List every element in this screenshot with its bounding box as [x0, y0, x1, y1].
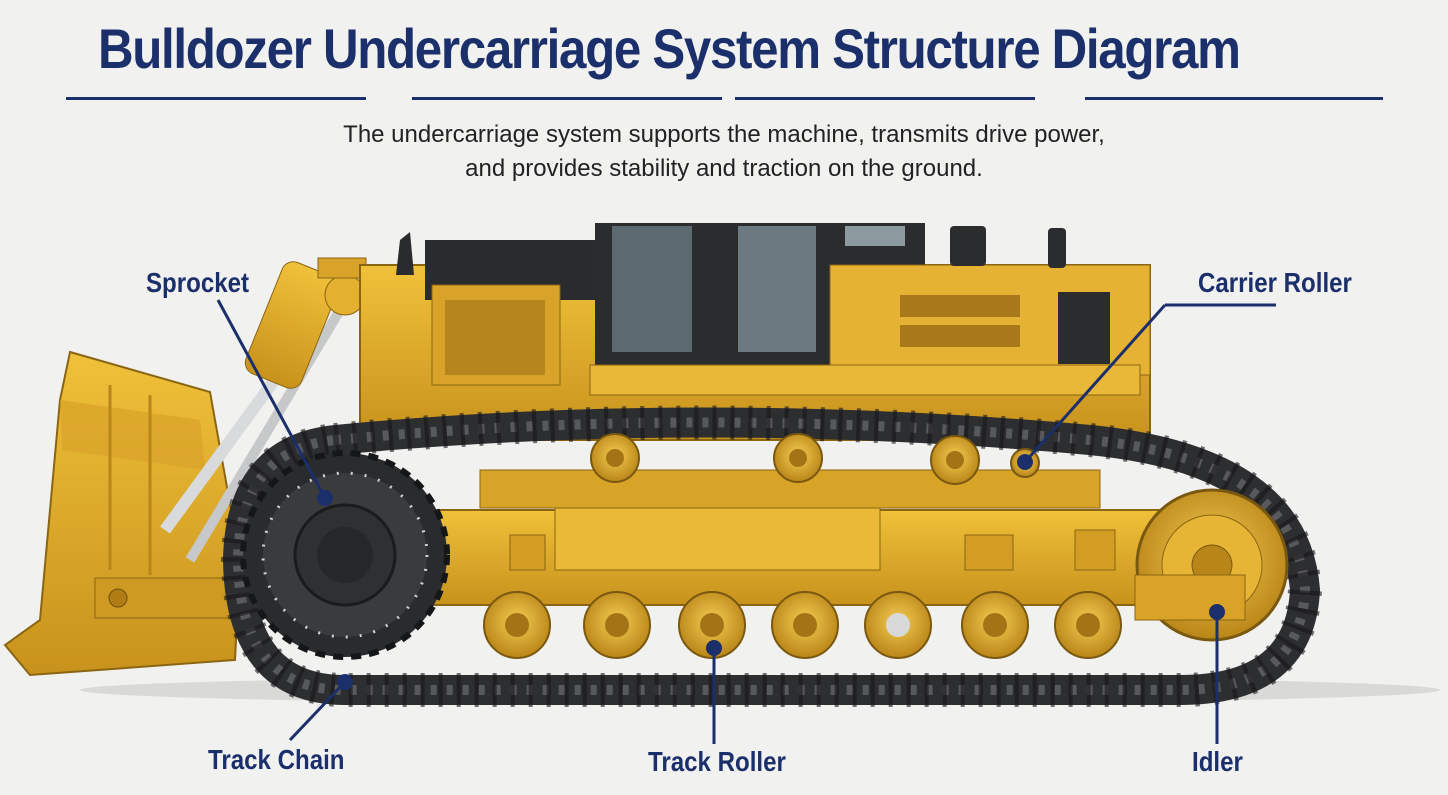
label-sprocket: Sprocket: [146, 267, 250, 298]
page-subtitle: The undercarriage system supports the ma…: [0, 118, 1448, 186]
title-rule-mid-right: [735, 97, 1035, 100]
track-frame: [429, 469, 1171, 606]
track-rollers: [483, 591, 1122, 659]
hydraulic-cylinders: [160, 257, 367, 563]
subtitle-line-2: and provides stability and traction on t…: [465, 155, 983, 182]
page-title: Bulldozer Undercarriage System Structure…: [97, 17, 1241, 80]
title-rule-left: [66, 97, 366, 100]
track-chain: [220, 405, 1323, 707]
sprocket: [240, 450, 450, 660]
label-track-roller: Track Roller: [648, 746, 786, 777]
leader-lines: [216, 299, 1276, 744]
label-carrier-roller: Carrier Roller: [1198, 267, 1352, 298]
label-track-chain: Track Chain: [208, 744, 345, 775]
idler: [1134, 488, 1289, 642]
subtitle-line-1: The undercarriage system supports the ma…: [343, 121, 1105, 148]
title-rule-right: [1085, 97, 1383, 100]
machine-body: [359, 223, 1151, 441]
label-idler: Idler: [1192, 746, 1243, 777]
title-rule-mid-left: [412, 97, 722, 100]
